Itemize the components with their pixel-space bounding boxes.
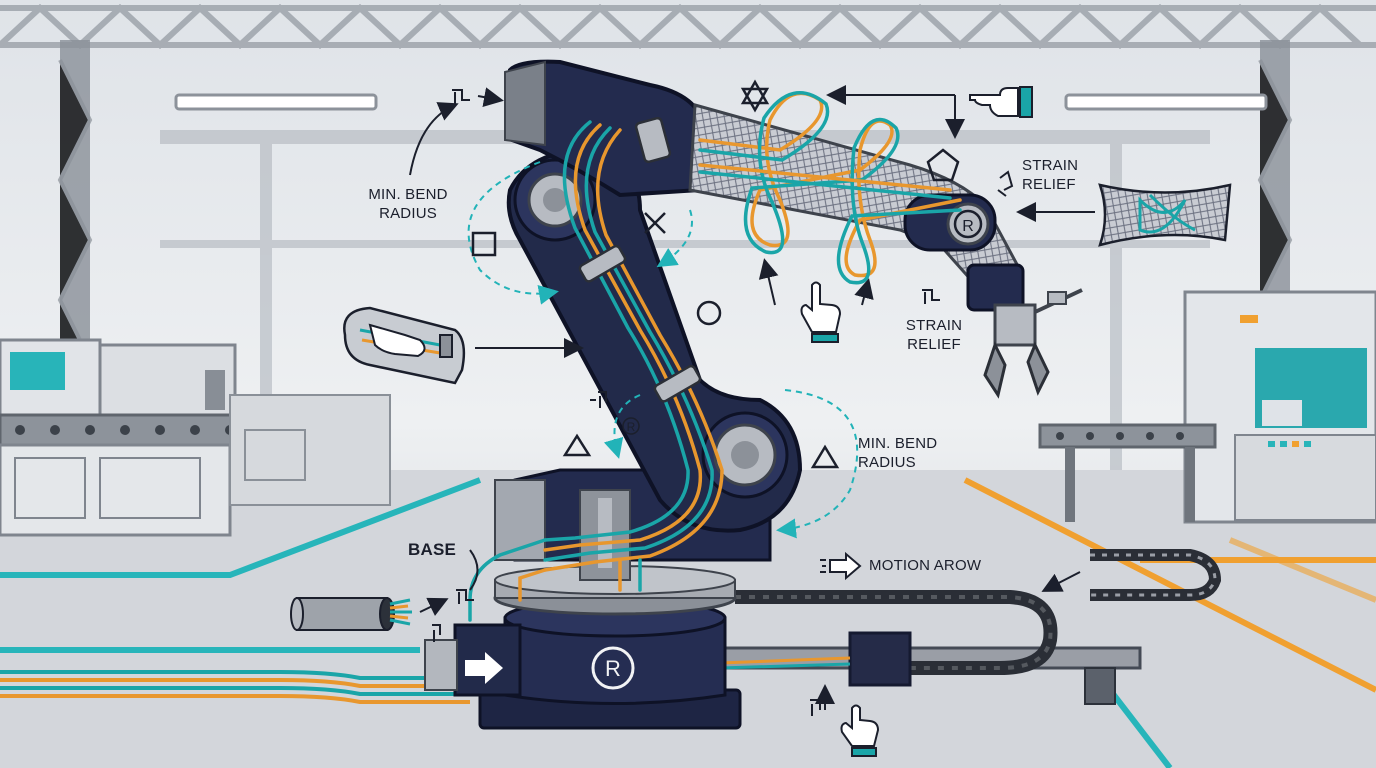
- triangle-icon: [562, 433, 592, 457]
- svg-text:R: R: [627, 420, 636, 434]
- label-min-bend-radius-lower: MIN. BEND RADIUS: [858, 435, 938, 471]
- label-strain-relief-upper: STRAIN RELIEF: [1022, 157, 1079, 193]
- gripper-icon: [983, 288, 1083, 399]
- hand-pointer-icon: [969, 86, 1033, 118]
- label-motion-arrow: MOTION AROW: [869, 557, 982, 574]
- annotations: R: [290, 79, 1232, 757]
- robot-base: R: [424, 468, 772, 730]
- round-cable-icon: [290, 597, 412, 631]
- registered-icon: R: [953, 209, 983, 239]
- cable-drag-chain: [708, 549, 1222, 705]
- motion-arrow-icon: [820, 551, 862, 581]
- hand-pointer-icon: [840, 704, 880, 757]
- circle-icon: [696, 300, 722, 326]
- clamp-icon: [432, 89, 1014, 716]
- square-icon: [471, 231, 497, 257]
- svg-text:R: R: [962, 218, 974, 235]
- pentagon-icon: [926, 148, 960, 182]
- svg-text:R: R: [605, 656, 621, 681]
- mesh-sleeve-icon: [1098, 183, 1232, 247]
- hand-inset-icon: [343, 306, 466, 385]
- registered-icon: R: [591, 646, 635, 690]
- label-base: BASE: [408, 540, 457, 559]
- hand-pointer-icon: [800, 281, 842, 343]
- arrow-right-icon: [465, 652, 503, 684]
- label-min-bend-radius-upper: MIN. BEND RADIUS: [368, 186, 448, 222]
- label-strain-relief-lower: STRAIN RELIEF: [905, 317, 963, 353]
- x-icon: [644, 212, 666, 234]
- cable-harness: [468, 91, 962, 622]
- triangle-icon: [810, 444, 840, 469]
- robot-upper-arm: R: [504, 59, 1083, 399]
- star-icon: [740, 79, 770, 113]
- floor-cables: [0, 670, 470, 704]
- cable-clamps: [578, 116, 702, 403]
- registered-icon: R: [622, 417, 640, 435]
